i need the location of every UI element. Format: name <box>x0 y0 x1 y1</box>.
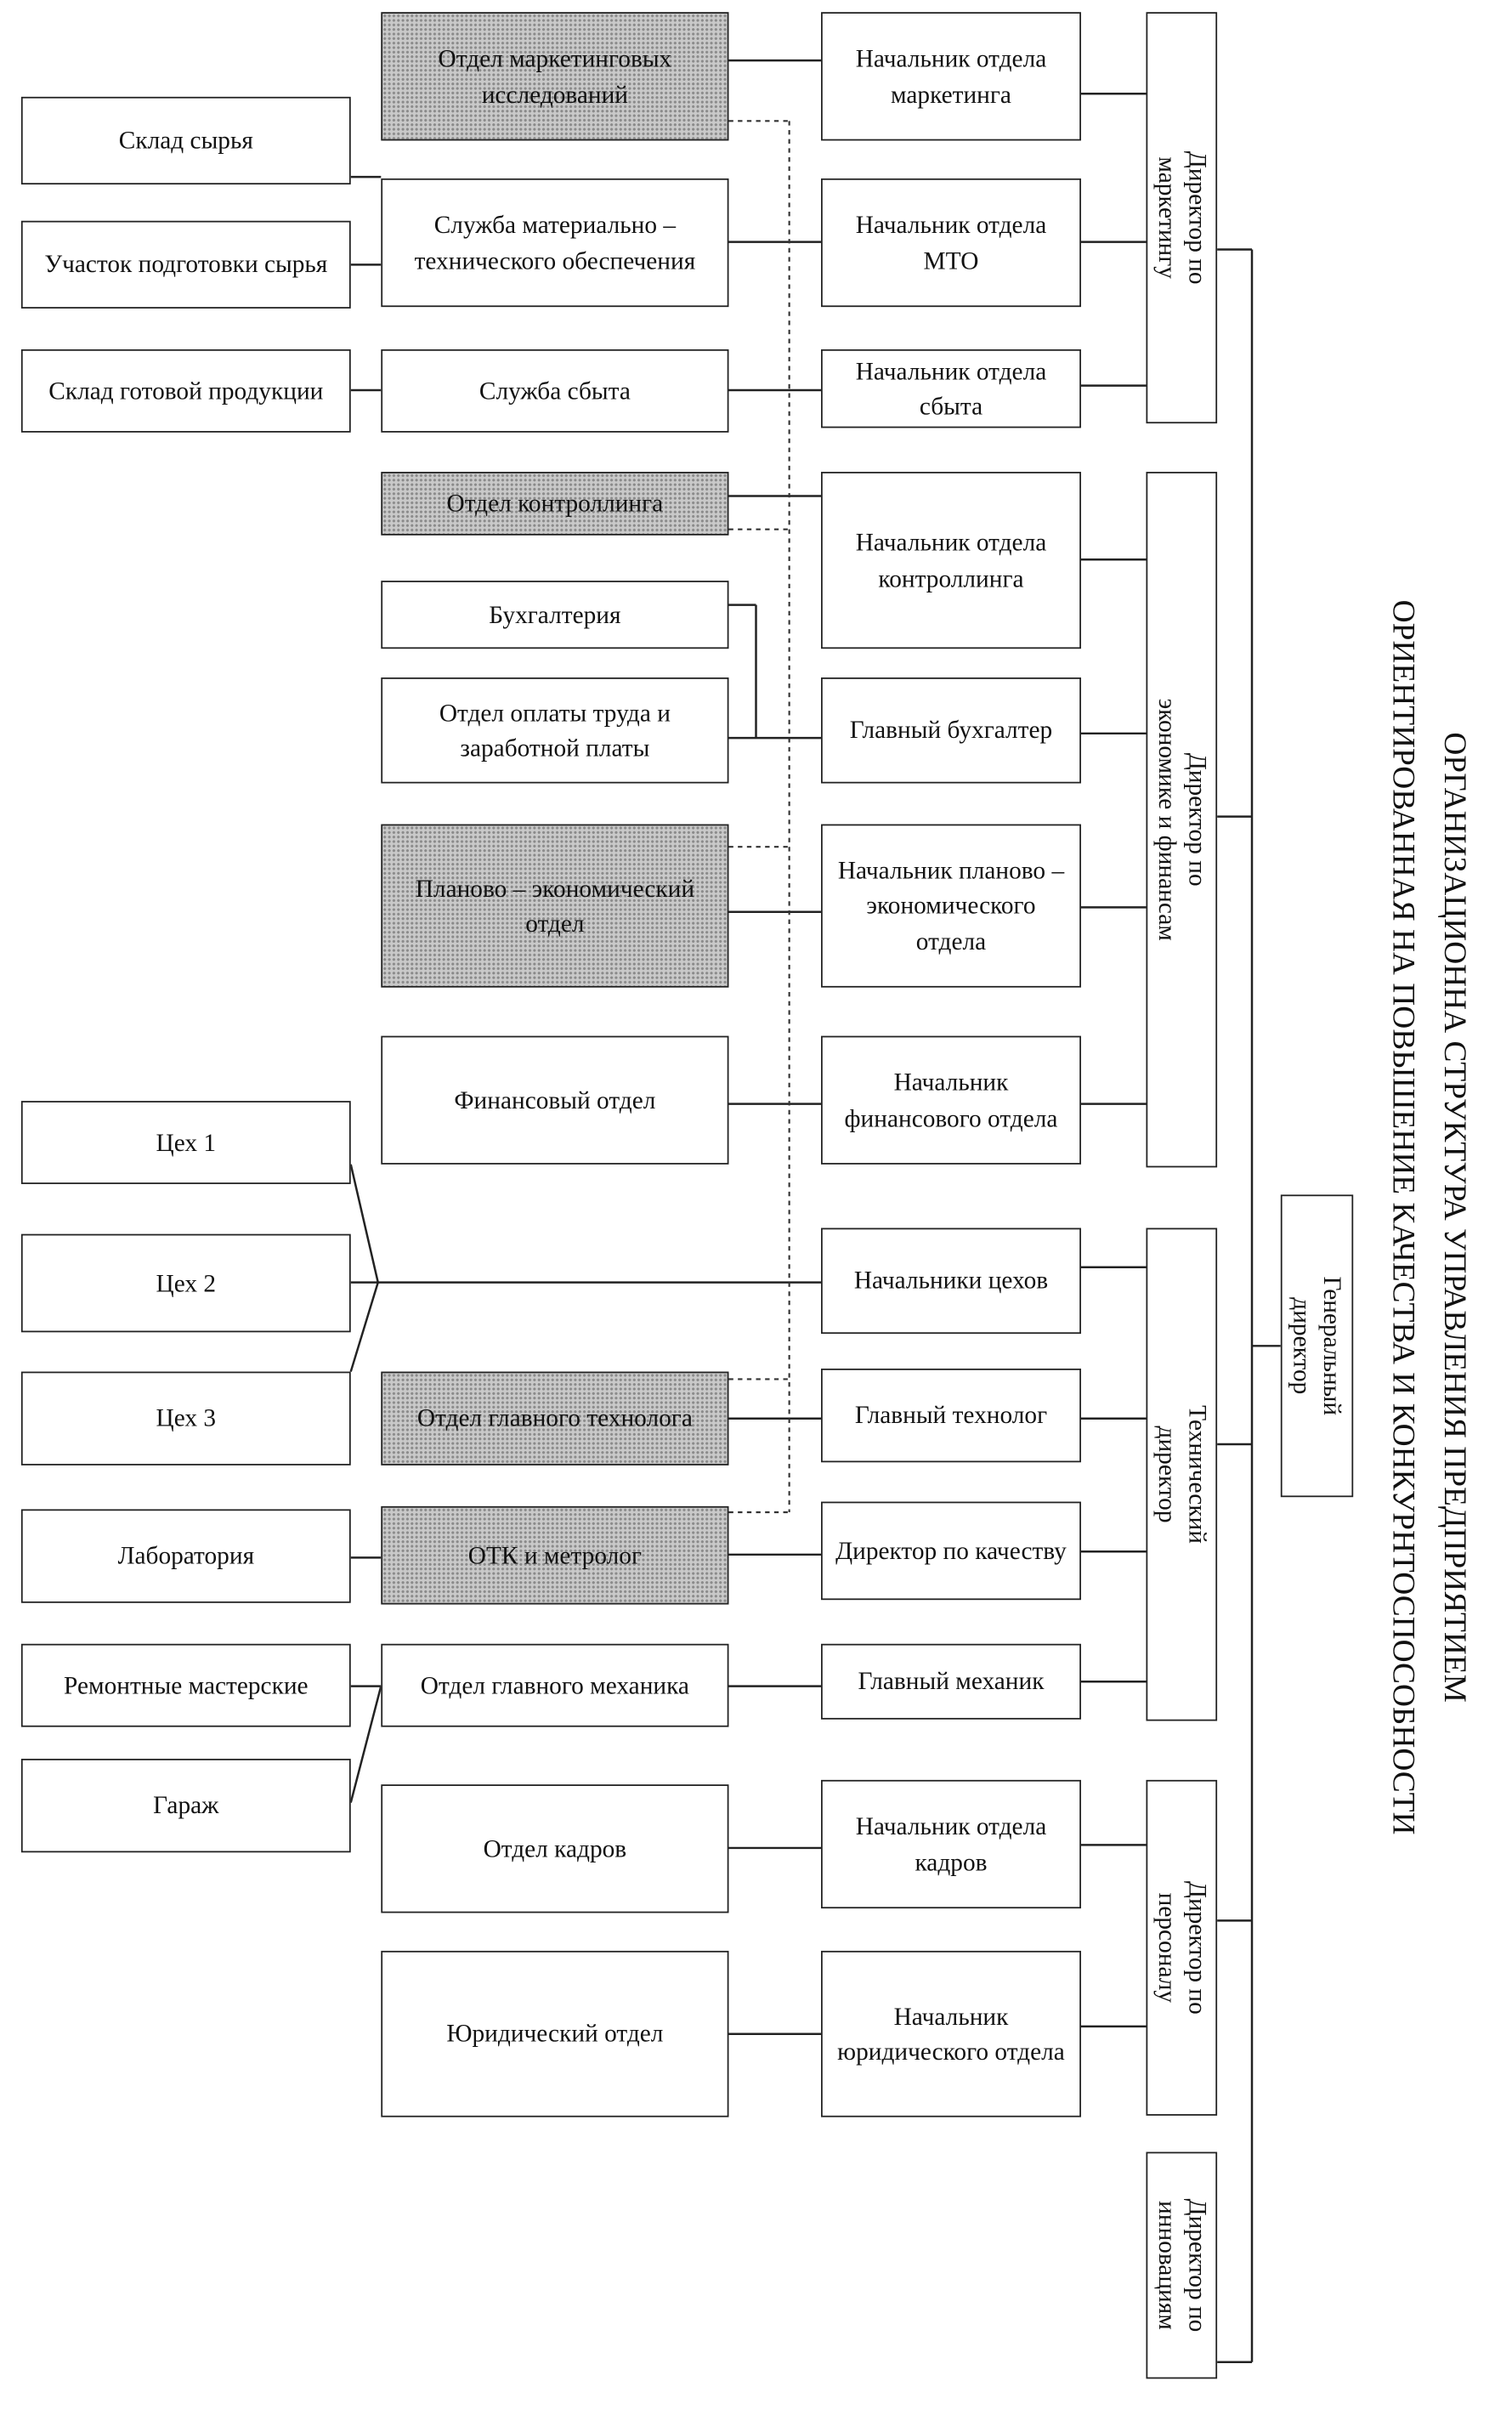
general-director-label: Генеральный директор <box>1288 1276 1347 1416</box>
dept-technologist: Отдел главного технолога <box>381 1371 729 1465</box>
director-innovation-label: Директор по инновациям <box>1152 2198 1212 2333</box>
head-finance: Начальник финансового отдела <box>820 1035 1081 1165</box>
unit-shop-2: Цех 2 <box>20 1233 351 1333</box>
dept-marketing-research: Отдел маркетинговых исследований <box>381 12 729 141</box>
unit-garage: Гараж <box>20 1758 351 1853</box>
director-personnel-box: Директор по персоналу <box>1146 1779 1218 2116</box>
dept-planning: Планово – экономический отдел <box>381 824 729 988</box>
chart-title: ОРГАНИЗАЦИОННА СТРУКТУРА УПРАВЛЕНИЯ ПРЕД… <box>1378 600 1480 1835</box>
title-line-2: ОРИЕНТИРОВАННАЯ НА ПОВЫШЕНИЕ КАЧЕСТВА И … <box>1386 599 1424 1835</box>
director-technical-label: Технический директор <box>1152 1405 1212 1544</box>
head-controlling: Начальник отдела контроллинга <box>820 472 1081 649</box>
dept-qc: ОТК и метролог <box>381 1505 729 1605</box>
unit-lab: Лаборатория <box>20 1509 351 1603</box>
head-mto: Начальник отдела МТО <box>820 178 1081 308</box>
unit-finished-storage: Склад готовой продукции <box>20 349 351 433</box>
dept-finance: Финансовый отдел <box>381 1035 729 1165</box>
dept-mechanic: Отдел главного механика <box>381 1643 729 1727</box>
head-planning: Начальник планово – экономического отдел… <box>820 824 1081 988</box>
head-hr: Начальник отдела кадров <box>820 1779 1081 1909</box>
head-chief-accountant: Главный бухгалтер <box>820 677 1081 784</box>
dept-payroll: Отдел оплаты труда и заработной платы <box>381 677 729 784</box>
unit-raw-prep: Участок подготовки сырья <box>20 220 351 309</box>
head-sales: Начальник отдела сбыта <box>820 349 1081 428</box>
director-technical-box: Технический директор <box>1146 1227 1218 1721</box>
head-quality: Директор по качеству <box>820 1501 1081 1601</box>
head-legal: Начальник юридического отдела <box>820 1950 1081 2117</box>
unit-raw-storage: Склад сырья <box>20 96 351 185</box>
director-innovation-box: Директор по инновациям <box>1146 2151 1218 2379</box>
unit-shop-1: Цех 1 <box>20 1101 351 1184</box>
general-director-box: Генеральный директор <box>1280 1194 1354 1498</box>
unit-repair: Ремонтные мастерские <box>20 1643 351 1727</box>
dept-controlling: Отдел контроллинга <box>381 472 729 536</box>
director-personnel-label: Директор по персоналу <box>1152 1880 1212 2015</box>
head-technologist: Главный технолог <box>820 1368 1081 1463</box>
dept-sales-service: Служба сбыта <box>381 349 729 433</box>
director-marketing-label: Директор по маркетингу <box>1152 150 1212 285</box>
director-economics-box: Директор по экономике и финансам <box>1146 472 1218 1168</box>
dept-legal: Юридический отдел <box>381 1950 729 2117</box>
dept-accounting: Бухгалтерия <box>381 581 729 649</box>
director-economics-label: Директор по экономике и финансам <box>1152 698 1212 941</box>
dept-hr: Отдел кадров <box>381 1784 729 1913</box>
director-marketing-box: Директор по маркетингу <box>1146 12 1218 424</box>
unit-shop-3: Цех 3 <box>20 1371 351 1465</box>
dept-mto-service: Служба материально – технического обеспе… <box>381 178 729 308</box>
title-line-1: ОРГАНИЗАЦИОННА СТРУКТУРА УПРАВЛЕНИЯ ПРЕД… <box>1437 732 1474 1703</box>
head-mechanic: Главный механик <box>820 1643 1081 1720</box>
head-marketing: Начальник отдела маркетинга <box>820 12 1081 141</box>
head-workshops: Начальники цехов <box>820 1227 1081 1335</box>
